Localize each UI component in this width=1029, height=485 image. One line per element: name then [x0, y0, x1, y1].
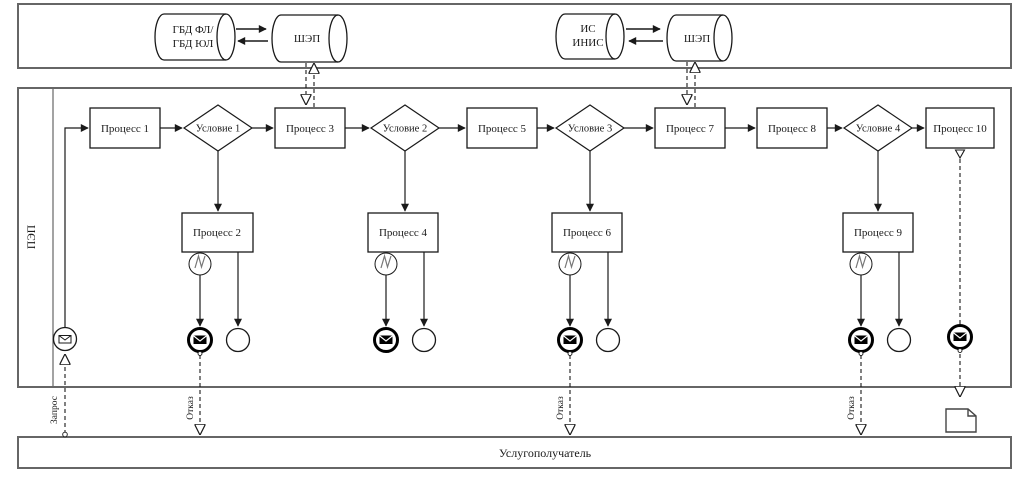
cylinder-is-inis: ИС ИНИС	[555, 13, 625, 60]
flow-label-refusal-1: Отказ	[186, 396, 196, 420]
sequence-flows	[64, 124, 925, 327]
process-5-box: Процесс 5	[466, 107, 538, 149]
process-6-label: Процесс 6	[563, 227, 612, 239]
zigzag-event-icons	[188, 252, 873, 276]
process-3-box: Процесс 3	[274, 107, 346, 149]
message-end-event	[557, 327, 583, 356]
end-events	[225, 327, 912, 353]
condition-2-label: Условие 2	[383, 124, 427, 135]
shep-right-label: ШЭП	[684, 33, 710, 45]
document-icon	[945, 408, 977, 433]
start-message-event	[52, 326, 78, 352]
end-event	[595, 327, 621, 353]
inis-shep-arrows	[626, 25, 663, 45]
zigzag-event-icon	[558, 252, 582, 276]
message-end-events	[187, 324, 973, 356]
condition-1-diamond: Условие 1	[182, 104, 254, 152]
envelope-icon	[193, 335, 207, 344]
process-1-box: Процесс 1	[89, 107, 161, 149]
shep-process-message-flows	[306, 62, 695, 107]
condition-1-label: Условие 1	[196, 124, 240, 135]
envelope-icon	[563, 335, 577, 344]
envelope-icon	[854, 335, 868, 344]
cylinder-gbd: ГБД ФЛ/ ГБД ЮЛ	[154, 13, 236, 61]
condition-4-diamond: Условие 4	[842, 104, 914, 152]
process-4-box: Процесс 4	[367, 212, 439, 253]
process-5-label: Процесс 5	[478, 123, 527, 135]
process-6-box: Процесс 6	[551, 212, 623, 253]
process-9-box: Процесс 9	[842, 212, 914, 253]
pep-lane-label: ПЭП	[26, 225, 38, 249]
swimlane-systems	[17, 3, 1012, 69]
recipient-lane-label: Услугополучатель	[499, 446, 592, 460]
gbd-shep-arrows	[236, 25, 268, 45]
zigzag-event-icon	[188, 252, 212, 276]
message-end-event	[187, 327, 213, 356]
message-end-event	[848, 327, 874, 356]
recipient-message-flows	[63, 355, 861, 438]
process-10-message-chain	[956, 149, 965, 396]
process-4-label: Процесс 4	[379, 227, 428, 239]
cylinder-shep-left: ШЭП	[271, 14, 348, 63]
process-2-label: Процесс 2	[193, 227, 241, 239]
flow-label-request: Запрос	[50, 396, 60, 424]
process-10-label: Процесс 10	[933, 123, 987, 135]
process-9-label: Процесс 9	[854, 227, 903, 239]
flow-label-refusal-3: Отказ	[847, 396, 857, 420]
swimlane-recipient: Услугополучатель	[17, 436, 1012, 469]
message-end-event	[947, 324, 973, 353]
process-7-box: Процесс 7	[654, 107, 726, 149]
condition-2-diamond: Условие 2	[369, 104, 441, 152]
process-7-label: Процесс 7	[666, 123, 715, 135]
message-end-event	[373, 327, 399, 353]
shep-left-label: ШЭП	[294, 33, 320, 45]
process-1-label: Процесс 1	[101, 123, 149, 135]
end-event	[225, 327, 251, 353]
flow-label-refusal-2: Отказ	[556, 396, 566, 420]
gbd-label-line1: ГБД ФЛ/	[173, 24, 215, 36]
condition-3-diamond: Условие 3	[554, 104, 626, 152]
envelope-icon	[953, 332, 967, 341]
end-event	[411, 327, 437, 353]
process-2-box: Процесс 2	[181, 212, 254, 253]
end-event	[886, 327, 912, 353]
envelope-icon	[58, 335, 72, 344]
process-10-box: Процесс 10	[925, 107, 995, 149]
zigzag-event-icon	[374, 252, 398, 276]
gbd-label-line2: ГБД ЮЛ	[173, 38, 214, 50]
cylinder-shep-right: ШЭП	[666, 14, 733, 62]
process-8-box: Процесс 8	[756, 107, 828, 149]
inis-label-line1: ИС	[580, 23, 595, 35]
condition-4-label: Условие 4	[856, 124, 901, 135]
end-event-flows	[196, 252, 903, 327]
envelope-icon	[379, 335, 393, 344]
process-3-label: Процесс 3	[286, 123, 335, 135]
inis-label-line2: ИНИС	[572, 37, 603, 49]
zigzag-event-icon	[849, 252, 873, 276]
condition-3-label: Условие 3	[568, 124, 612, 135]
process-8-label: Процесс 8	[768, 123, 817, 135]
